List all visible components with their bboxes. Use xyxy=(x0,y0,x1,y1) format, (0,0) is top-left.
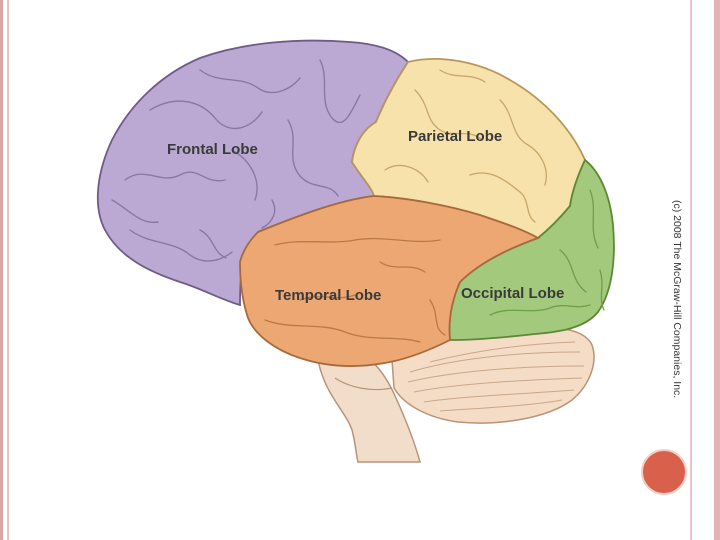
occipital-gyri xyxy=(489,189,605,316)
occipital-lobe-label: Occipital Lobe xyxy=(461,285,565,302)
temporal-lobe-label: Temporal Lobe xyxy=(275,287,382,304)
right-border-outer xyxy=(714,0,720,540)
temporal-gyri xyxy=(264,237,446,343)
parietal-gyri xyxy=(384,69,547,223)
occipital-lobe-shape xyxy=(448,158,615,341)
brainstem-fold xyxy=(334,377,393,391)
cerebellum-folds xyxy=(407,341,585,412)
brainstem xyxy=(317,359,421,463)
copyright-notice: (c) 2008 The McGraw-Hill Companies, Inc. xyxy=(671,200,683,399)
left-border-outer xyxy=(0,0,3,540)
left-border-inner xyxy=(7,0,9,540)
frontal-gyri xyxy=(111,59,361,262)
slide-accent-dot xyxy=(641,449,687,495)
parietal-lobe-label: Parietal Lobe xyxy=(408,128,503,145)
frontal-lobe-label: Frontal Lobe xyxy=(167,141,258,158)
right-border-inner xyxy=(690,0,692,540)
temporal-lobe-shape xyxy=(239,195,541,367)
